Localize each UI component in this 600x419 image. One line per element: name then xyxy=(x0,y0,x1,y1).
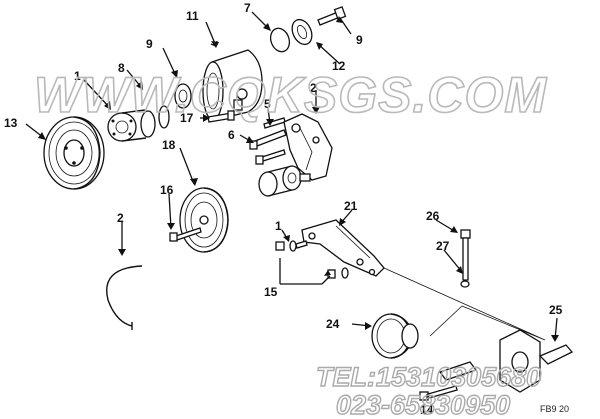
pulley-24 xyxy=(371,313,419,359)
pulley-13 xyxy=(43,116,105,190)
callout-7-top: 7 xyxy=(244,1,251,15)
callout-2-top: 2 xyxy=(310,81,317,95)
housing-11 xyxy=(202,49,263,121)
callout-26: 26 xyxy=(426,209,440,223)
callout-5: 5 xyxy=(264,97,271,111)
o-ring-7-top xyxy=(269,27,291,53)
callout-labels: 11 7 9 11 12 8 1 13 17 6 5 2 18 16 2 21 … xyxy=(4,1,563,417)
arrowheads xyxy=(38,16,559,342)
bolts-6 xyxy=(249,129,287,165)
tensioner-25 xyxy=(419,329,574,401)
ring-12 xyxy=(291,18,313,46)
callout-12: 12 xyxy=(332,59,346,73)
callout-7-left: 8 xyxy=(118,61,125,75)
guide-lines xyxy=(383,267,546,341)
callout-18: 18 xyxy=(162,138,176,152)
callout-1-mid: 1 xyxy=(275,219,282,233)
callout-24: 24 xyxy=(326,317,340,331)
bracket xyxy=(283,113,333,181)
washer-9 xyxy=(174,83,192,109)
bolt-17 xyxy=(207,110,235,123)
clip-2 xyxy=(106,265,143,327)
callout-11: 11 xyxy=(186,9,199,23)
bolt-8 xyxy=(317,6,347,26)
hub-flange xyxy=(107,109,156,142)
callout-9-label: 9 xyxy=(146,37,153,51)
callout-17: 17 xyxy=(180,111,194,125)
callout-8: 9 xyxy=(356,33,363,47)
idler-pulley xyxy=(258,165,311,197)
bolt-16 xyxy=(169,227,202,242)
callout-2-left: 2 xyxy=(117,211,124,225)
bracket-21 xyxy=(301,219,385,277)
watermark-site: WWW.CQKSGS.COM xyxy=(34,67,547,123)
callout-6: 6 xyxy=(228,128,235,142)
callout-14: 14 xyxy=(420,403,434,417)
bolts-1-lower xyxy=(275,240,349,279)
callout-1-top: 1 xyxy=(74,69,81,83)
callout-15: 15 xyxy=(264,285,278,299)
watermark-tel: TEL:15310305680 xyxy=(316,362,541,392)
watermark-phone2: 023-65830950 xyxy=(336,390,510,419)
callout-21: 21 xyxy=(344,199,358,213)
callout-16: 16 xyxy=(160,183,174,197)
callout-25: 25 xyxy=(549,303,563,317)
callout-13: 13 xyxy=(4,116,18,130)
callout-27: 27 xyxy=(436,239,450,253)
figure-tag: FB9 20 xyxy=(540,404,569,414)
long-bolt-26 xyxy=(460,229,471,288)
pulley-18 xyxy=(179,187,229,253)
o-ring-7-left xyxy=(158,105,170,129)
